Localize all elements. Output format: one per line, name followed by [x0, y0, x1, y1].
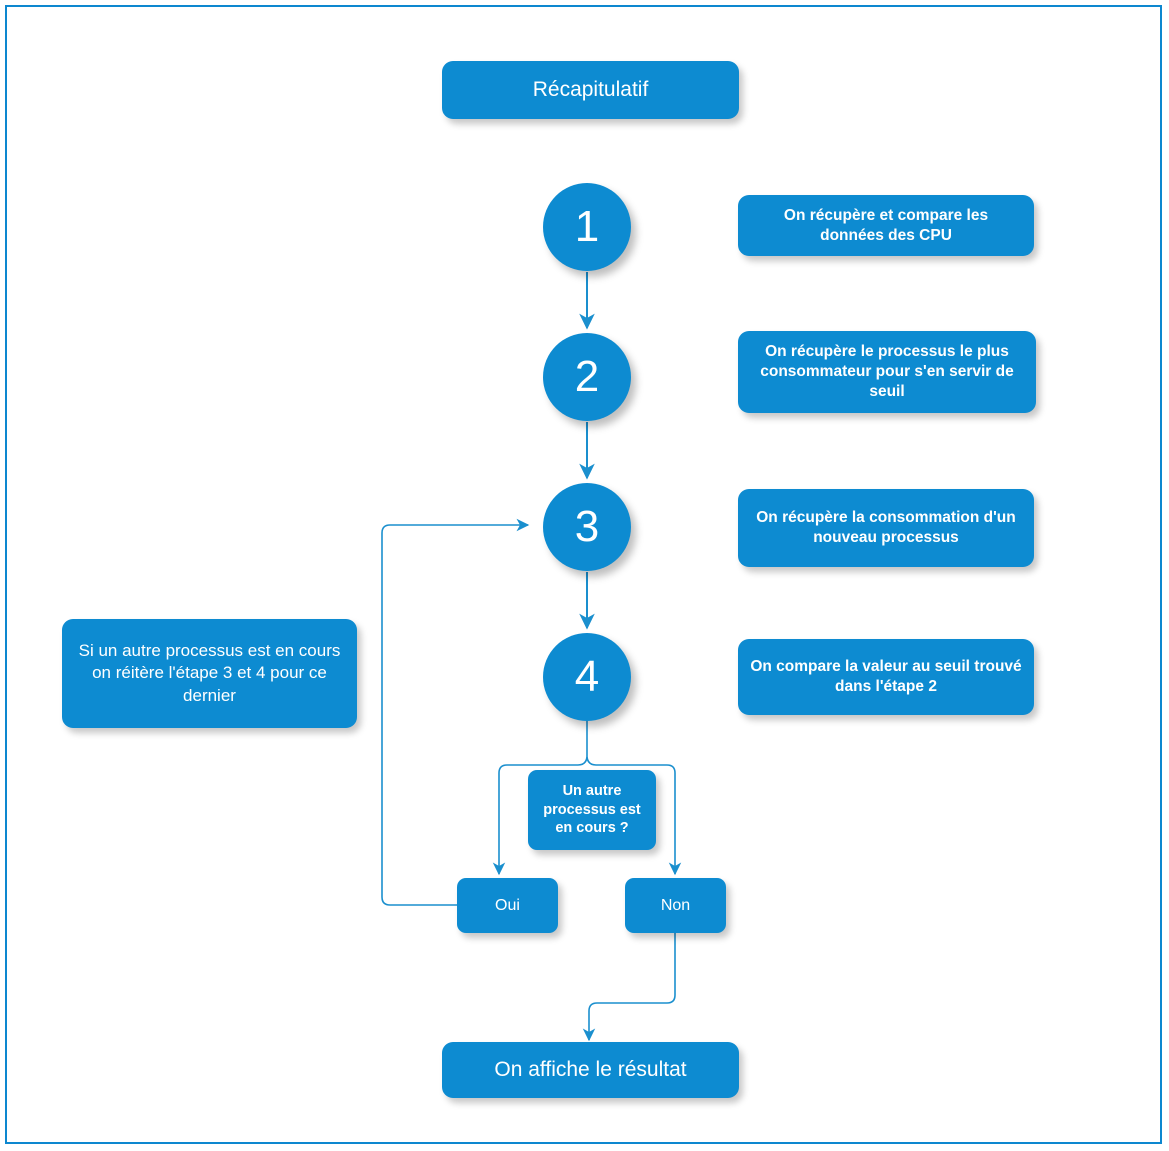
loop-note[interactable]: Si un autre processus est en cours on ré… [62, 619, 357, 728]
step-note-1[interactable]: On récupère et compare les données des C… [738, 195, 1034, 256]
step-circle-4[interactable]: 4 [543, 633, 631, 721]
branch-node-oui-label: Oui [495, 896, 520, 914]
loop-note-label: Si un autre processus est en cours on ré… [78, 641, 341, 705]
page-border-frame [5, 5, 1162, 1144]
step-circle-1[interactable]: 1 [543, 183, 631, 271]
step-note-1-label: On récupère et compare les données des C… [783, 206, 989, 244]
result-node-label: On affiche le résultat [494, 1058, 687, 1081]
step-note-4-label: On compare la valeur au seuil trouvé dan… [750, 658, 1022, 695]
step-circle-2-number: 2 [574, 352, 600, 401]
edge-oui-loop-to-step3 [381, 518, 530, 906]
branch-node-non[interactable]: Non [625, 878, 726, 933]
step-circle-3[interactable]: 3 [543, 483, 631, 571]
decision-node-label: Un autre processus est en cours ? [543, 782, 641, 837]
edge-non-to-result [582, 933, 676, 1042]
decision-node[interactable]: Un autre processus est en cours ? [528, 770, 656, 850]
step-circle-2[interactable]: 2 [543, 333, 631, 421]
step-circle-3-number: 3 [574, 502, 600, 551]
step-circle-4-number: 4 [574, 652, 600, 701]
step-note-3-label: On récupère la consommation d'un nouveau… [756, 509, 1016, 546]
title-node-label: Récapitulatif [532, 78, 649, 101]
step-note-2[interactable]: On récupère le processus le plus consomm… [738, 331, 1036, 413]
branch-node-oui[interactable]: Oui [457, 878, 558, 933]
branch-node-non-label: Non [660, 896, 691, 914]
title-node[interactable]: Récapitulatif [442, 61, 739, 119]
step-note-2-label: On récupère le processus le plus consomm… [760, 343, 1014, 400]
result-node[interactable]: On affiche le résultat [442, 1042, 739, 1098]
step-circle-1-number: 1 [574, 202, 600, 251]
step-note-3[interactable]: On récupère la consommation d'un nouveau… [738, 489, 1034, 567]
step-note-4[interactable]: On compare la valeur au seuil trouvé dan… [738, 639, 1034, 715]
